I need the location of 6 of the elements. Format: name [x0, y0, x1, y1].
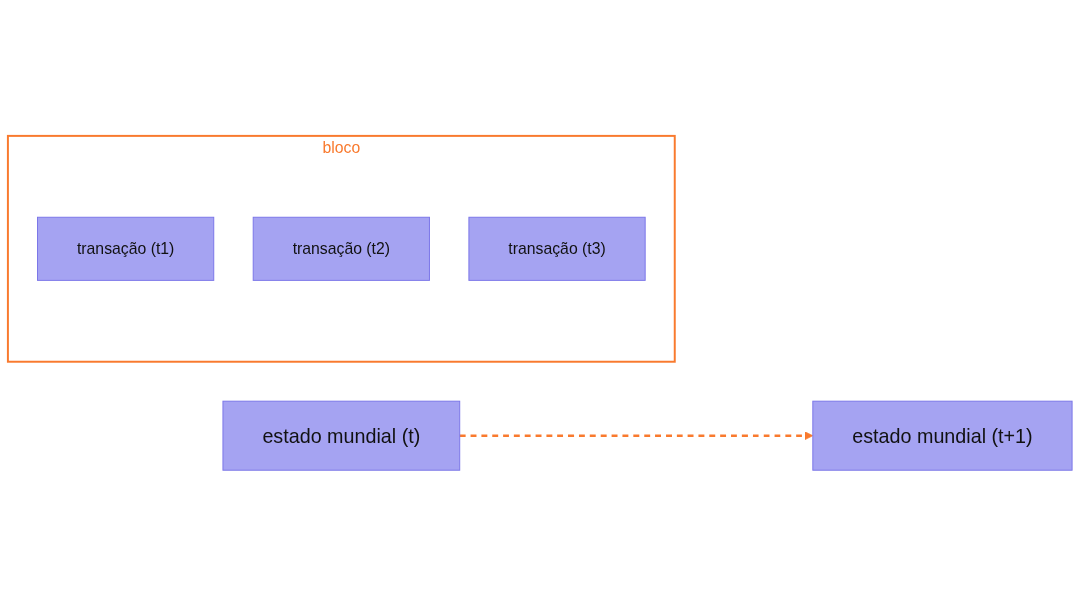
arrow: [459, 431, 814, 441]
node-box: transação (t1): [37, 217, 215, 282]
node-box: estado mundial (t+1): [812, 401, 1073, 472]
node-box: estado mundial (t): [222, 401, 461, 472]
node-box: transação (t2): [252, 217, 430, 282]
node-box: transação (t3): [468, 217, 646, 282]
